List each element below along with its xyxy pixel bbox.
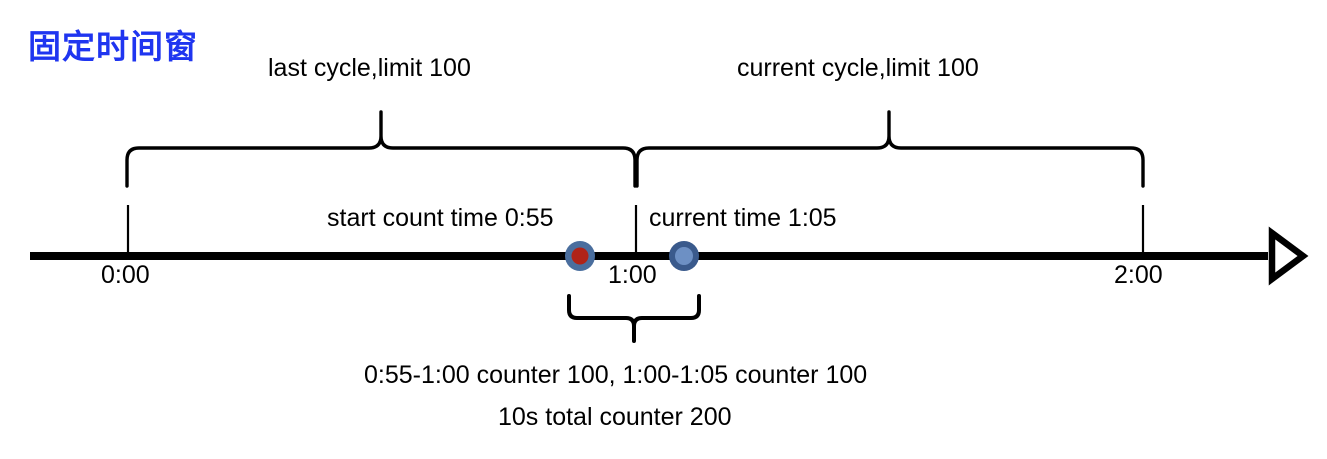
brace-counted-window: [567, 294, 701, 343]
current-cycle-label: current cycle,limit 100: [737, 54, 979, 82]
start-count-marker-core: [571, 247, 589, 265]
tick-label-0-00: 0:00: [101, 261, 150, 289]
timeline-arrow-head-icon: [1268, 226, 1309, 286]
tick-label-1-00: 1:00: [608, 261, 657, 289]
bottom-span-counter-label: 0:55-1:00 counter 100, 1:00-1:05 counter…: [364, 361, 868, 389]
last-cycle-label: last cycle,limit 100: [268, 54, 471, 82]
brace-last-cycle: [125, 110, 637, 188]
total-counter-label: 10s total counter 200: [498, 403, 732, 431]
current-time-marker-core: [675, 247, 693, 265]
diagram-title: 固定时间窗: [28, 28, 198, 65]
start-count-time-label: start count time 0:55: [327, 204, 554, 232]
tick-label-2-00: 2:00: [1114, 261, 1163, 289]
current-time-label: current time 1:05: [649, 204, 837, 232]
brace-current-cycle: [635, 110, 1145, 188]
